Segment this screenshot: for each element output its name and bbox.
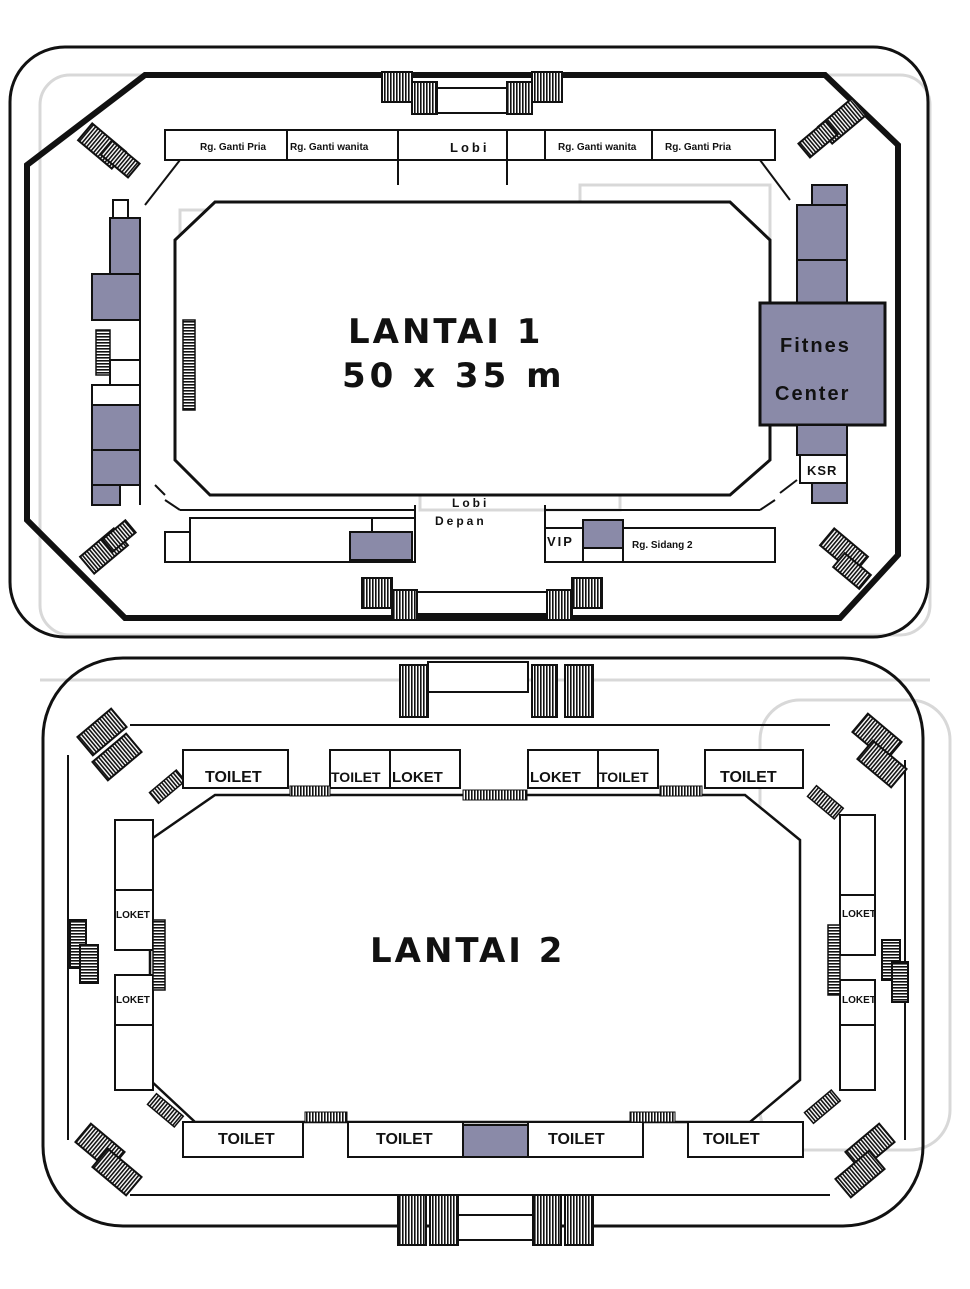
floor-1-title: LANTAI 1 (348, 312, 543, 352)
fitness-center-label: Center (775, 383, 850, 405)
room-label: VIP (547, 534, 574, 549)
top-entrance (381, 71, 563, 115)
ticket-booth-label: LOKET (116, 910, 150, 921)
floor-1-size: 50 x 35 m (342, 356, 566, 396)
ticket-booth-label: LOKET (842, 995, 876, 1006)
room-label: Depan (435, 514, 487, 528)
floor-2-plan: TOILET TOILET LOKET LOKET TOILET TOILET … (41, 656, 925, 1246)
bottom-rooms-f2 (182, 1111, 804, 1158)
toilet-label: TOILET (376, 1131, 433, 1148)
room-label: Rg. Sidang 2 (632, 540, 693, 551)
toilet-label: TOILET (548, 1131, 605, 1148)
floor-2-title: LANTAI 2 (370, 931, 565, 971)
toilet-label: TOILET (205, 769, 262, 786)
ticket-booth-label: LOKET (116, 995, 150, 1006)
toilet-label: TOILET (720, 769, 777, 786)
room-label: Rg. Ganti Pria (665, 142, 732, 153)
bottom-entrance (361, 577, 603, 621)
ticket-booth-label: LOKET (530, 769, 581, 786)
room-label: Lobi (452, 496, 489, 510)
top-room-strip (144, 129, 791, 206)
left-wing-rooms (91, 199, 196, 506)
top-rooms-f2 (182, 749, 804, 801)
right-rooms-f2 (827, 814, 876, 1091)
room-label: Rg. Ganti Pria (200, 142, 267, 153)
floor-1-plan: Rg. Ganti Pria Rg. Ganti wanita Lobi Rg.… (8, 45, 930, 639)
ticket-booth-label: LOKET (392, 769, 443, 786)
room-label: Rg. Ganti wanita (290, 142, 369, 153)
right-wing-rooms (758, 184, 887, 504)
toilet-label: TOILET (218, 1131, 275, 1148)
fitness-center-label: Fitnes (780, 335, 851, 357)
ticket-booth-label: LOKET (842, 909, 876, 920)
toilet-label: TOILET (599, 769, 649, 785)
top-entrance-f2 (399, 661, 594, 718)
toilet-label: TOILET (703, 1131, 760, 1148)
corner-stairs-f1 (76, 97, 873, 591)
left-rooms-f2 (114, 819, 166, 1091)
toilet-label: TOILET (331, 769, 381, 785)
corner-stairs-f2 (74, 707, 908, 1199)
room-label: Lobi (450, 140, 489, 155)
bottom-room-strip (164, 499, 776, 563)
room-label: Rg. Ganti wanita (558, 142, 637, 153)
room-label: KSR (807, 463, 837, 478)
bottom-entrance-f2 (397, 1194, 594, 1246)
